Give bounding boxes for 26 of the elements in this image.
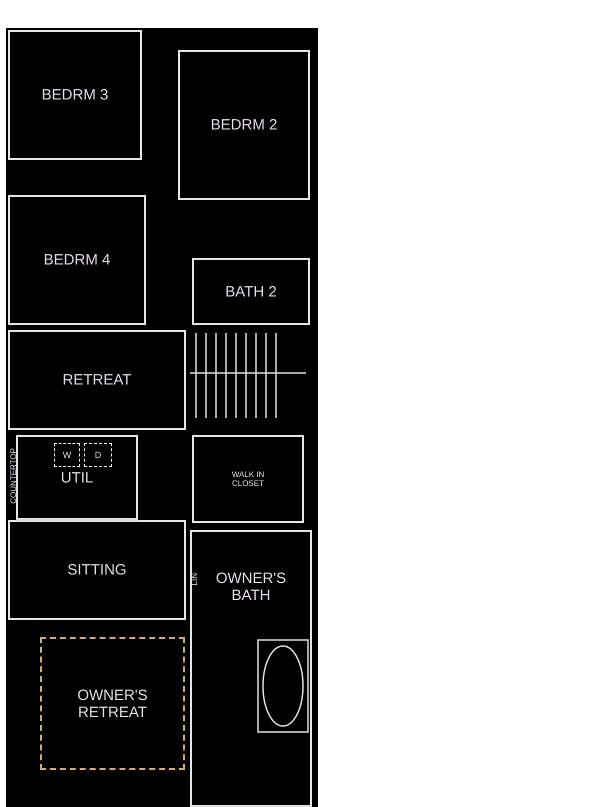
room-label: OWNER'S BATH <box>214 570 288 604</box>
room-label: RETREAT <box>62 372 132 388</box>
room-label: UTIL <box>60 469 94 486</box>
room-outline <box>8 330 186 430</box>
area-outline <box>40 637 185 770</box>
room-label: SITTING <box>66 562 128 578</box>
room-outline <box>16 435 138 520</box>
closet-label: LIN <box>190 573 199 586</box>
room-label: BEDRM 3 <box>40 86 110 104</box>
appliance-outline <box>84 443 112 467</box>
appliance-outline <box>54 443 80 467</box>
countertop-label: COUNTERTOP <box>9 448 18 504</box>
room-outline <box>8 30 142 160</box>
room-outline <box>192 258 310 325</box>
room-outline <box>8 520 186 620</box>
room-outline <box>192 435 304 523</box>
room-label: BEDRM 4 <box>42 252 112 268</box>
room-label: OWNER'S RETREAT <box>76 686 149 720</box>
room-outline <box>190 530 312 807</box>
room-outline <box>178 50 310 200</box>
appliance-label: D <box>94 450 102 460</box>
room-label: BATH 2 <box>224 283 278 300</box>
room-label: WALK IN CLOSET <box>230 470 266 488</box>
appliance-label: W <box>62 450 72 460</box>
room-label: BEDRM 2 <box>210 116 278 134</box>
room-outline <box>8 195 146 325</box>
